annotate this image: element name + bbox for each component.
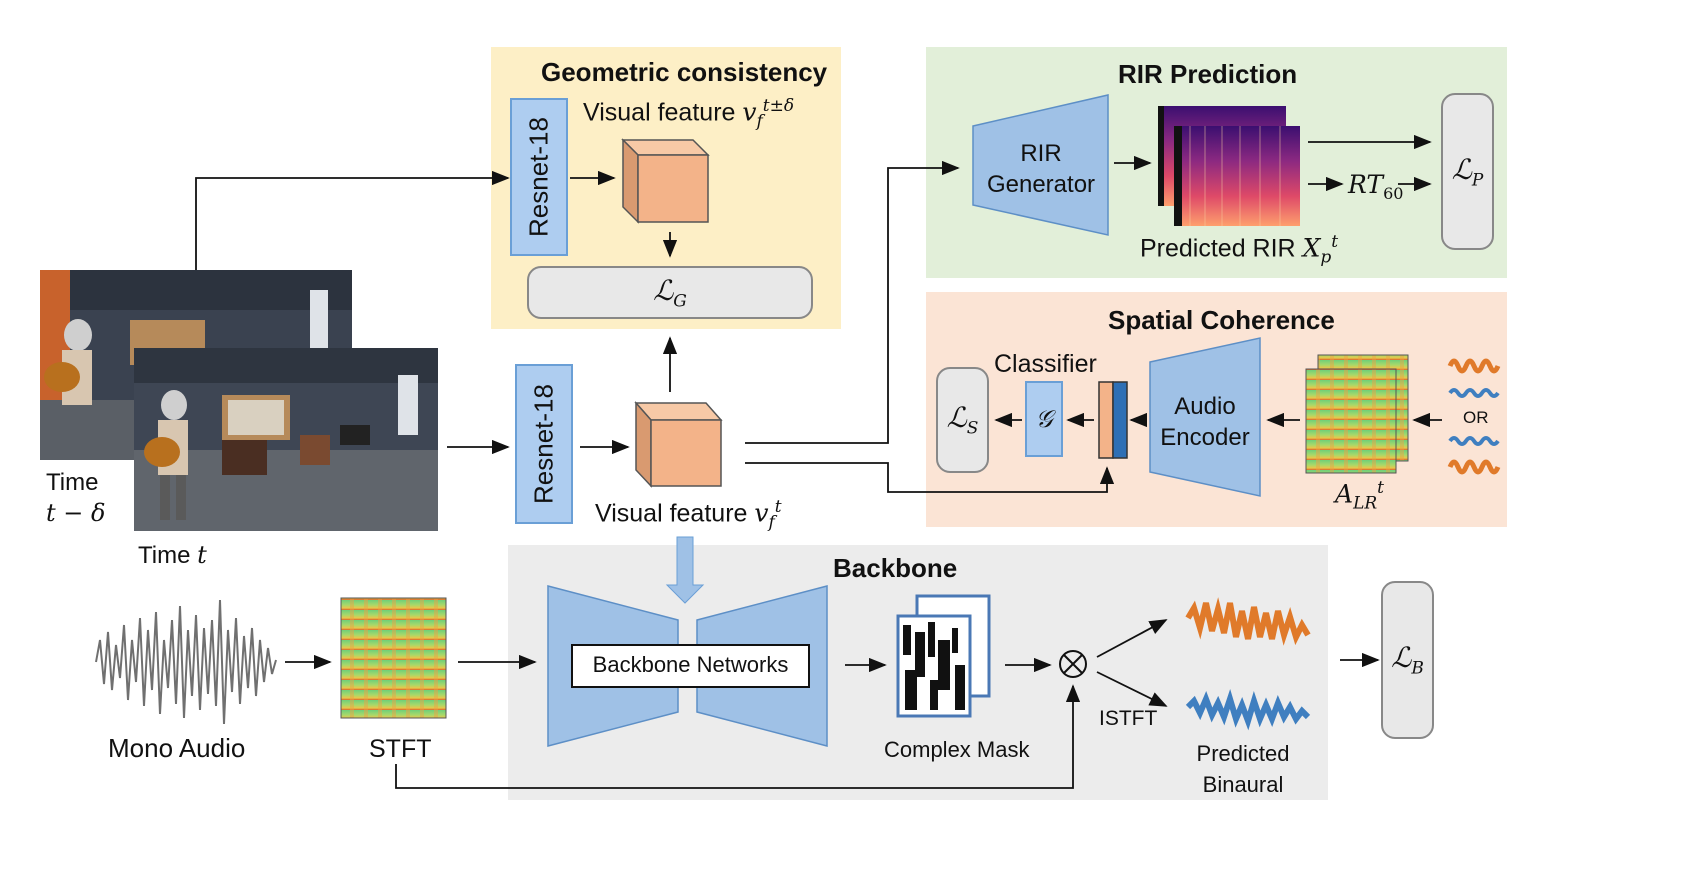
- backbone-networks-label: Backbone Networks: [592, 652, 789, 677]
- time-t-label: Time t: [138, 541, 207, 569]
- visual-feature-cube-delta: [621, 138, 710, 224]
- backbone-networks-box: [571, 644, 810, 688]
- classifier-label: Classifier: [994, 350, 1097, 378]
- or-label: OR: [1463, 408, 1489, 427]
- input-spectrogram-label: ALRt: [1335, 478, 1384, 514]
- geometric-consistency-title: Geometric consistency: [541, 57, 828, 87]
- complex-mask-image: [896, 594, 991, 718]
- loss-backbone-box: ℒB: [1381, 581, 1434, 739]
- stft-label: STFT: [369, 735, 432, 763]
- loss-geometric-box: ℒG: [527, 266, 813, 319]
- resnet-18-bottom-label: Resnet-18: [528, 384, 559, 504]
- mono-audio-waveform: [95, 599, 277, 725]
- loss-rir-box: ℒP: [1441, 93, 1494, 250]
- resnet-18-bottom: Resnet-18: [515, 364, 573, 524]
- multiply-operator: [1059, 650, 1087, 678]
- rt60-label: RT60: [1348, 170, 1404, 203]
- loss-spatial-box: ℒS: [936, 367, 989, 473]
- visual-feature-cube: [634, 401, 723, 488]
- resnet-18-top-label: Resnet-18: [523, 117, 554, 237]
- complex-mask-label: Complex Mask: [884, 737, 1030, 762]
- predicted-binaural-label: Predicted Binaural: [1196, 741, 1290, 797]
- backbone-title: Backbone: [833, 553, 958, 583]
- visual-feature-label: Visual feature vft: [595, 497, 782, 533]
- binaural-spectrogram-input: [1305, 354, 1409, 474]
- photo-time-t: [134, 348, 438, 531]
- rir-prediction-title: RIR Prediction: [1118, 59, 1298, 89]
- resnet-18-top: Resnet-18: [510, 98, 568, 256]
- input-waveforms: [1447, 358, 1501, 475]
- stft-spectrogram: [340, 597, 447, 719]
- concat-feature-bar: [1098, 381, 1114, 459]
- rir-generator-label: RIR Generator: [986, 140, 1096, 198]
- classifier-symbol: 𝒢: [1035, 405, 1053, 433]
- rir-generator-shape: [972, 94, 1109, 236]
- classifier-box: 𝒢: [1025, 381, 1063, 457]
- audio-encoder-label: Audio Encoder: [1160, 393, 1250, 451]
- predicted-rir-spectrogram: [1158, 106, 1300, 226]
- mono-audio-label: Mono Audio: [108, 733, 246, 763]
- predicted-binaural-waveforms: [1185, 597, 1311, 731]
- feature-injection-arrow: [665, 536, 705, 604]
- time-delta-label: Time t − δ: [46, 469, 106, 527]
- predicted-rir-label: Predicted RIR Xpt: [1140, 232, 1339, 268]
- spatial-coherence-title: Spatial Coherence: [1108, 305, 1335, 335]
- visual-feature-delta-label: Visual feature vft±δ: [583, 96, 795, 132]
- istft-label: ISTFT: [1099, 707, 1158, 730]
- audio-encoder-shape: [1149, 337, 1261, 497]
